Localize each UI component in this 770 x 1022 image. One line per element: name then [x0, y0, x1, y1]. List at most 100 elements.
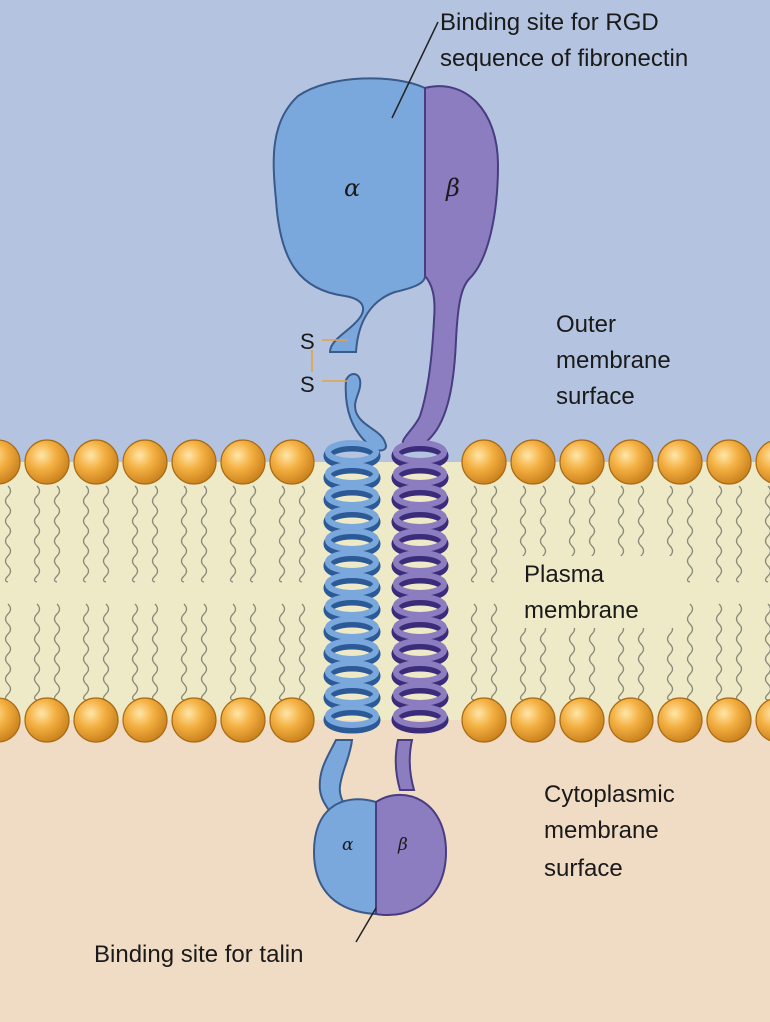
- alpha-helix-coil: [325, 682, 379, 706]
- beta-helix-coil: [393, 572, 447, 596]
- alpha-helix-coil: [325, 484, 379, 508]
- lipid-head-upper: [510, 439, 556, 485]
- beta-helix-coil: [393, 528, 447, 552]
- lipid-head-upper: [706, 439, 752, 485]
- alpha-helix-coil: [325, 660, 379, 684]
- alpha-subunit-cytoplasmic: [312, 739, 377, 916]
- lipid-tail: [180, 603, 188, 701]
- lipid-tail: [249, 603, 257, 701]
- lipid-tail: [764, 485, 770, 583]
- lipid-tail: [131, 603, 139, 701]
- lipid-tail: [4, 603, 12, 701]
- lipid-tail: [715, 485, 723, 583]
- beta-helix-coil: [393, 506, 447, 530]
- lipid-tail: [249, 485, 257, 583]
- lipid-tail: [53, 485, 61, 583]
- lipid-tail: [686, 485, 694, 583]
- lipid-tail: [102, 603, 110, 701]
- lipid-head-lower: [755, 698, 770, 742]
- lipid-head-upper: [608, 439, 654, 485]
- alpha-helix-coil: [325, 506, 379, 530]
- disulfide-bonds: [311, 339, 348, 382]
- lipid-head-upper: [220, 439, 266, 485]
- lipid-head-lower: [559, 697, 605, 743]
- lipid-head-lower: [0, 697, 21, 743]
- lipid-head-lower: [510, 697, 556, 743]
- alpha-helix-coil: [325, 704, 379, 728]
- beta-helix-coil: [393, 462, 447, 486]
- beta-helix-coil: [393, 682, 447, 706]
- lipid-tail: [686, 603, 694, 701]
- lipid-tail: [278, 603, 286, 701]
- lipid-tail: [33, 603, 41, 701]
- beta-helix-coil: [393, 660, 447, 684]
- sulfur-label-upper: S: [300, 329, 315, 354]
- alpha-label-bottom: α: [342, 835, 354, 855]
- beta-helix-coil: [393, 594, 447, 618]
- alpha-helix-coil: [325, 638, 379, 662]
- cyto-label-line2: membrane: [544, 817, 659, 844]
- lipid-tail: [200, 603, 208, 701]
- lipid-head-lower: [171, 697, 217, 743]
- lipid-tail: [278, 485, 286, 583]
- lipid-head-upper: [755, 440, 770, 484]
- lipid-tail: [470, 485, 478, 583]
- talin-label: Binding site for talin: [94, 941, 303, 968]
- alpha-helix-coil: [325, 528, 379, 552]
- lipid-head-lower: [122, 697, 168, 743]
- lipid-head-lower: [461, 697, 507, 743]
- cyto-label-line3: surface: [544, 855, 623, 882]
- alpha-helix-coil: [325, 594, 379, 618]
- beta-subunit-extracellular: [401, 85, 500, 449]
- alpha-helix-coil: [325, 550, 379, 574]
- beta-helix-coil: [393, 616, 447, 640]
- lipid-tail: [229, 485, 237, 583]
- lipid-tail: [490, 603, 498, 701]
- lipid-head-upper: [657, 439, 703, 485]
- plasma-label-line1: Plasma: [524, 561, 605, 588]
- outer-label-line3: surface: [556, 383, 635, 410]
- sulfur-label-lower: S: [300, 372, 315, 397]
- beta-helix-coil: [393, 638, 447, 662]
- lipid-tail: [180, 485, 188, 583]
- lipid-tail: [490, 485, 498, 583]
- lipid-tails: [4, 485, 770, 701]
- lipid-head-upper: [24, 439, 70, 485]
- lipid-head-lower: [706, 697, 752, 743]
- lipid-head-lower: [608, 697, 654, 743]
- lipid-tail: [4, 485, 12, 583]
- lipid-head-upper: [269, 439, 315, 485]
- beta-helix-coil: [393, 484, 447, 508]
- lipid-head-lower: [269, 697, 315, 743]
- lipid-head-lower: [220, 697, 266, 743]
- lipid-head-lower: [73, 697, 119, 743]
- outer-label-line2: membrane: [556, 347, 671, 374]
- lipid-head-upper: [0, 439, 21, 485]
- lipid-tail: [53, 603, 61, 701]
- lipid-tail: [298, 603, 306, 701]
- lipid-tail: [151, 603, 159, 701]
- lipid-head-upper: [73, 439, 119, 485]
- plasma-label-backdrop: [518, 556, 678, 628]
- lipid-head-lower: [24, 697, 70, 743]
- outer-label-line1: Outer: [556, 311, 616, 338]
- rgd-label-line1: Binding site for RGD: [440, 9, 659, 36]
- lipid-tail: [715, 603, 723, 701]
- lipid-tail: [735, 603, 743, 701]
- lipid-tail: [298, 485, 306, 583]
- talin-leader-line: [355, 907, 377, 943]
- beta-helix-coil: [393, 550, 447, 574]
- lipid-head-upper: [122, 439, 168, 485]
- alpha-label-top: α: [344, 174, 360, 202]
- lipid-heads: [0, 439, 770, 743]
- beta-label-top: β: [445, 174, 460, 202]
- lipid-tail: [229, 603, 237, 701]
- rgd-leader-line: [391, 21, 439, 119]
- plasma-label-line2: membrane: [524, 597, 639, 624]
- lipid-tail: [82, 603, 90, 701]
- lipid-tail: [151, 485, 159, 583]
- lipid-tail: [82, 485, 90, 583]
- beta-helix-coil: [393, 440, 447, 464]
- transmembrane-helices: [323, 440, 449, 734]
